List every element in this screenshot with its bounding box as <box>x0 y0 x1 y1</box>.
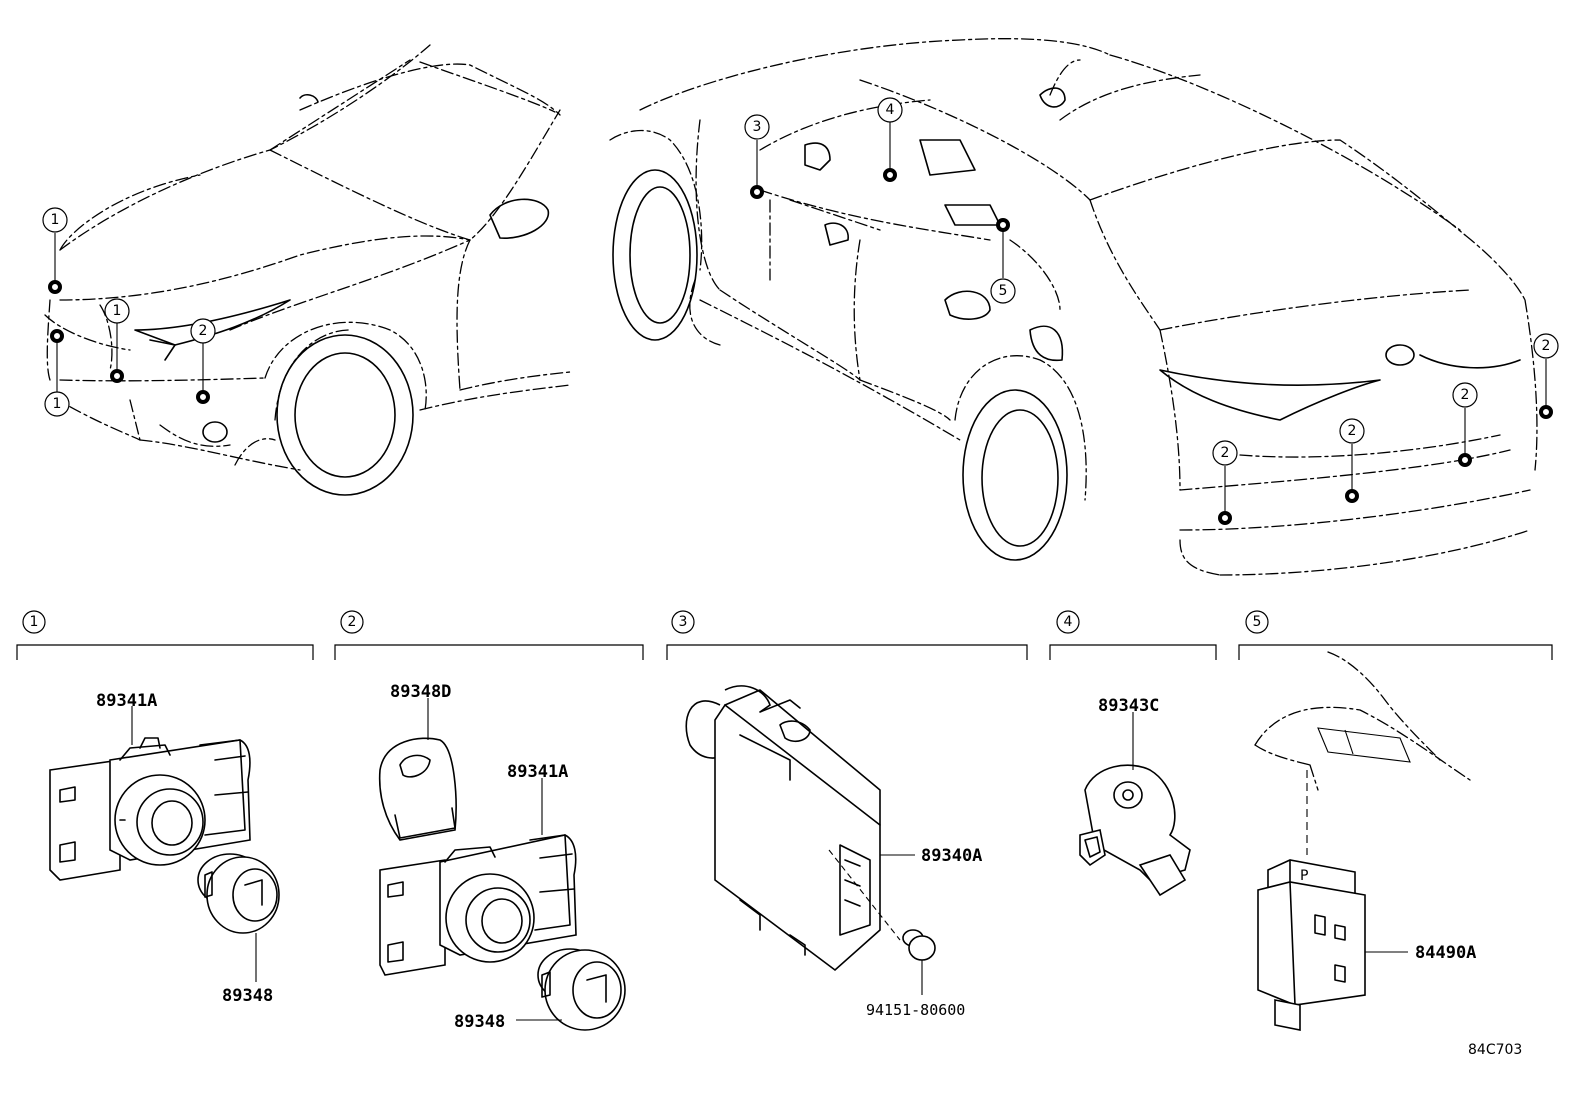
sensor-bracket-89341A-front <box>49 737 251 881</box>
switch-84490A: P <box>1257 859 1366 1031</box>
svg-text:2: 2 <box>1461 387 1470 403</box>
svg-text:1: 1 <box>113 303 122 319</box>
svg-text:2: 2 <box>1348 423 1357 439</box>
sensor-89343C <box>1079 764 1191 897</box>
rear-sensor-locations <box>750 122 1553 525</box>
front-callout-1b: 1 <box>44 391 70 417</box>
svg-text:1: 1 <box>51 212 60 228</box>
svg-text:2: 2 <box>348 614 357 630</box>
rear-callout-5: 5 <box>990 278 1016 304</box>
section-1-header: 1 <box>16 610 314 660</box>
front-callout-1c: 1 <box>104 298 130 324</box>
rear-car-illustration <box>609 38 1538 576</box>
section-5-header: 5 <box>1238 610 1553 660</box>
switch-p-label: P <box>1300 868 1308 884</box>
part-number-89343C: 89343C <box>1098 696 1159 716</box>
svg-text:4: 4 <box>886 102 895 118</box>
rear-callout-2a: 2 <box>1212 440 1238 466</box>
front-callout-1a: 1 <box>42 207 68 233</box>
part-number-94151-80600: 94151-80600 <box>866 1001 965 1019</box>
section-3-header: 3 <box>666 610 1028 660</box>
svg-text:3: 3 <box>679 614 688 630</box>
sensor-holder-89348-rear <box>537 948 626 1031</box>
rear-callout-2d: 2 <box>1533 333 1559 359</box>
figure-code: 84C703 <box>1468 1042 1522 1058</box>
svg-text:4: 4 <box>1064 614 1073 630</box>
part-number-84490A: 84490A <box>1415 943 1476 963</box>
svg-text:5: 5 <box>1253 614 1262 630</box>
console-illustration <box>1254 651 1471 791</box>
rear-callout-2b: 2 <box>1339 418 1365 444</box>
svg-text:2: 2 <box>199 323 208 339</box>
sensor-bracket-89341A-rear <box>379 834 577 976</box>
svg-text:2: 2 <box>1221 445 1230 461</box>
part-number-89348D: 89348D <box>390 682 451 702</box>
part-number-89341A-s2: 89341A <box>507 762 568 782</box>
part-number-89348-s1: 89348 <box>222 986 273 1006</box>
svg-text:2: 2 <box>1542 338 1551 354</box>
part-number-89341A-s1: 89341A <box>96 691 157 711</box>
rear-callout-2c: 2 <box>1452 382 1478 408</box>
grommet-94151-80600 <box>902 929 936 961</box>
part-number-89348-s2: 89348 <box>454 1012 505 1032</box>
section-2-header: 2 <box>334 610 644 660</box>
svg-text:5: 5 <box>999 283 1008 299</box>
part-number-89340A: 89340A <box>921 846 982 866</box>
front-sensor-locations <box>48 233 210 404</box>
section-4-header: 4 <box>1049 610 1217 660</box>
sensor-holder-89348-front <box>197 853 280 934</box>
svg-text:1: 1 <box>53 396 62 412</box>
svg-text:1: 1 <box>30 614 39 630</box>
sensor-retainer-89348D <box>378 737 457 841</box>
svg-text:3: 3 <box>753 119 762 135</box>
ecu-89340A <box>685 685 901 972</box>
front-callout-2: 2 <box>190 318 216 344</box>
front-car-illustration <box>44 44 571 496</box>
rear-callout-4: 4 <box>877 97 903 123</box>
rear-callout-3: 3 <box>744 114 770 140</box>
